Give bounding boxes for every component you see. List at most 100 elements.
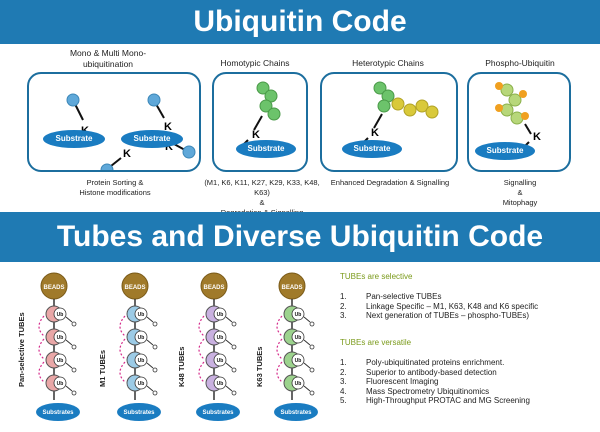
chain-link <box>38 361 45 383</box>
linkage-dot <box>309 390 315 396</box>
linkage-dot <box>231 390 237 396</box>
chain-link <box>119 315 126 337</box>
linkage-line <box>303 385 311 392</box>
linkage-dot <box>71 390 77 396</box>
linkage-dot <box>231 344 237 350</box>
versatile-item: 1.Poly-ubiquitinated proteins enrichment… <box>340 358 505 368</box>
versatile-heading: TUBEs are versatile <box>340 338 412 347</box>
mono-ubiquitination-diagram: K K K K <box>66 93 196 170</box>
linkage-line <box>65 385 73 392</box>
phospho-ubiquitin-diagram: K <box>495 82 541 149</box>
substrate-2: Substrate <box>121 130 183 148</box>
chain-link <box>119 361 126 383</box>
svg-text:K: K <box>533 131 541 143</box>
column-label: Pan-selective TUBEs <box>17 312 26 387</box>
ub-bead <box>291 307 305 321</box>
panel-4-caption: Signalling & Mitophagy <box>502 178 538 207</box>
linkage-dot <box>152 390 158 396</box>
selective-item: 2.Linkage Specific – M1, K63, K48 and K6… <box>340 301 539 311</box>
ub-label: Ub <box>217 312 224 318</box>
ub-label: Ub <box>295 312 302 318</box>
ub-bead <box>134 376 148 390</box>
linkage-dot <box>152 344 158 350</box>
svg-text:K: K <box>123 148 131 160</box>
mono-ubiquitination-card: K K K K Substrate Substrate <box>27 72 201 172</box>
ub-bead <box>291 376 305 390</box>
beads-label: BEADS <box>43 285 64 291</box>
chain-link <box>276 361 283 383</box>
selective-item: 3.Next generation of TUBEs – phospho-TUB… <box>340 311 530 321</box>
linkage-line <box>225 316 233 323</box>
column-label: K48 TUBEs <box>177 347 186 387</box>
title-banner: Ubiquitin Code <box>0 0 600 44</box>
chain-link <box>38 315 45 337</box>
linkage-dot <box>152 367 158 373</box>
subtitle-banner: Tubes and Diverse Ubiquitin Code <box>0 212 600 262</box>
ub-label: Ub <box>138 358 145 364</box>
linkage-line <box>225 339 233 346</box>
linkage-dot <box>71 321 77 327</box>
homotypic-chains-card: K Substrate <box>212 72 308 172</box>
ub-label: Ub <box>295 358 302 364</box>
ub-label: Ub <box>57 312 64 318</box>
chain-link <box>198 361 205 383</box>
versatile-item: 4.Mass Spectrometry Ubiquitinomics <box>340 386 490 396</box>
chain-link <box>198 315 205 337</box>
ub-label: Ub <box>57 358 64 364</box>
ub-label: Ub <box>138 312 145 318</box>
versatile-item: 5.High-Throughput PROTAC and MG Screenin… <box>340 396 530 406</box>
ubiquitin-code-panel: Mono & Multi Mono- ubiquitination Homoty… <box>0 44 600 217</box>
column-label: M1 TUBEs <box>98 350 107 387</box>
heterotypic-chains-card: K Substrate <box>320 72 458 172</box>
panel-1-header: Mono & Multi Mono- ubiquitination <box>69 48 147 69</box>
substrate-3: Substrate <box>236 140 296 158</box>
ub-bead <box>213 376 227 390</box>
phospho-ubiquitin-card: K Substrate <box>467 72 571 172</box>
linkage-dot <box>309 321 315 327</box>
chain-link <box>276 338 283 360</box>
chain-link <box>276 315 283 337</box>
selective-heading: TUBEs are selective <box>340 272 413 281</box>
linkage-line <box>146 316 154 323</box>
ub-label: Ub <box>57 381 64 387</box>
ub-label: Ub <box>295 335 302 341</box>
ub-label: Ub <box>217 381 224 387</box>
linkage-dot <box>71 344 77 350</box>
linkage-line <box>303 362 311 369</box>
ub-bead <box>134 353 148 367</box>
linkage-line <box>303 339 311 346</box>
svg-text:K: K <box>252 129 260 141</box>
chain-link <box>198 338 205 360</box>
ub-bead <box>53 307 67 321</box>
versatile-section: TUBEs are versatile 1.Poly-ubiquitinated… <box>340 338 595 405</box>
linkage-line <box>225 385 233 392</box>
panel-1-caption: Protein Sorting & Histone modifications <box>79 178 151 197</box>
ub-bead <box>53 376 67 390</box>
substrates-ellipse <box>196 403 240 421</box>
substrates-label: Substrates <box>202 410 234 416</box>
panel-3-caption: Enhanced Degradation & Signalling <box>330 178 450 187</box>
linkage-dot <box>309 344 315 350</box>
substrates-ellipse <box>274 403 318 421</box>
substrates-label: Substrates <box>280 410 312 416</box>
substrate-1: Substrate <box>43 130 105 148</box>
ub-bead <box>291 330 305 344</box>
ub-bead <box>213 307 227 321</box>
ub-label: Ub <box>138 335 145 341</box>
heterotypic-chain-diagram: K <box>359 81 439 147</box>
linkage-dot <box>152 321 158 327</box>
ub-label: Ub <box>217 358 224 364</box>
linkage-line <box>303 316 311 323</box>
substrates-label: Substrates <box>42 410 74 416</box>
substrate-4: Substrate <box>342 140 402 158</box>
linkage-line <box>146 385 154 392</box>
ub-label: Ub <box>295 381 302 387</box>
linkage-line <box>65 362 73 369</box>
ub-label: Ub <box>217 335 224 341</box>
substrates-ellipse <box>36 403 80 421</box>
selective-item: 1.Pan-selective TUBEs <box>340 292 442 302</box>
linkage-dot <box>71 367 77 373</box>
ub-bead <box>213 330 227 344</box>
